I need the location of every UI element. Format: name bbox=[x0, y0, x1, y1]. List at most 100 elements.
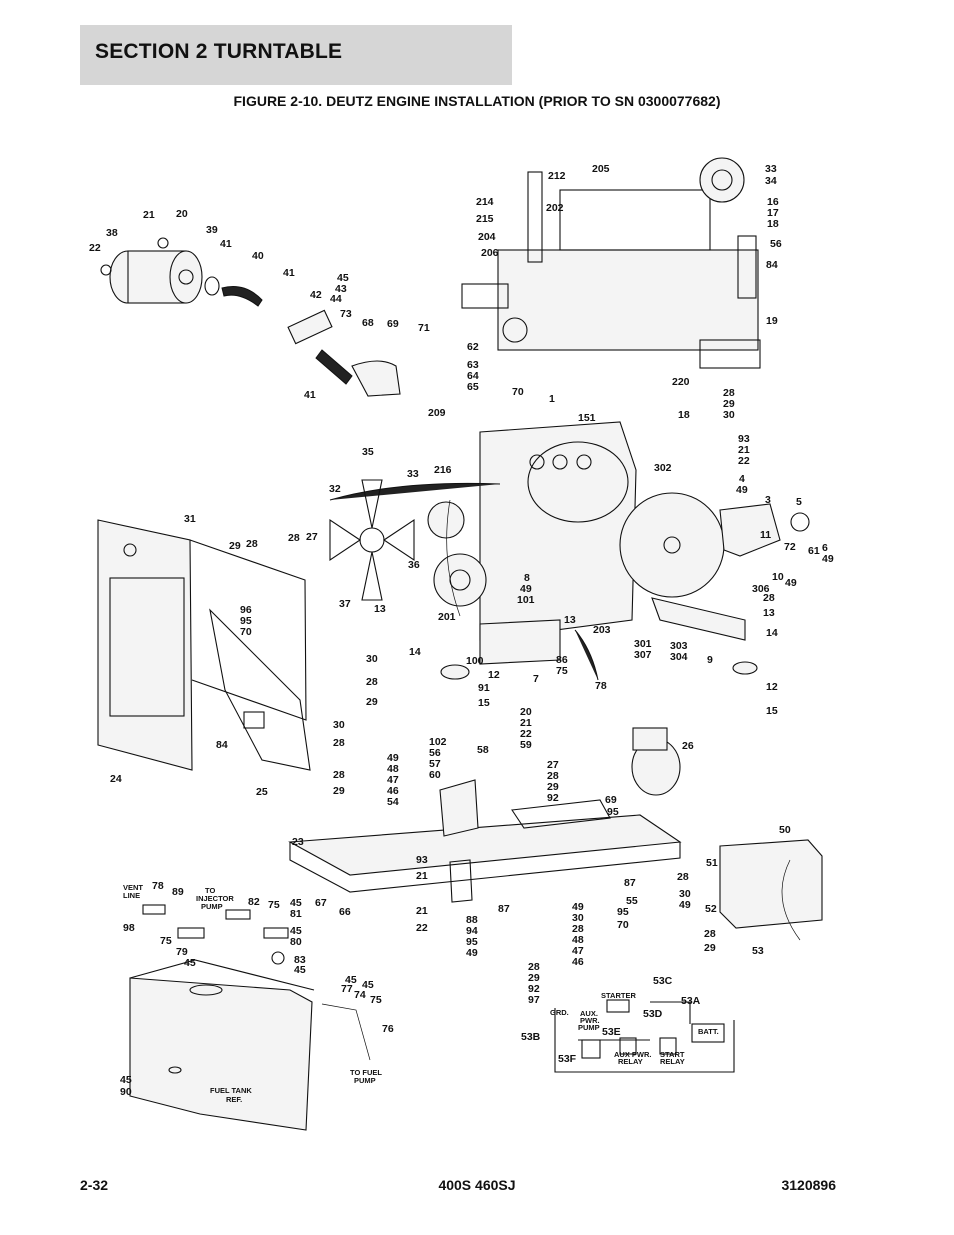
callout-number: 49 bbox=[822, 553, 834, 565]
callout-number: 47 bbox=[572, 945, 584, 957]
callout-number: 214 bbox=[476, 196, 494, 208]
callout-number: 27 bbox=[306, 531, 318, 543]
diagram-caption: BATT. bbox=[698, 1027, 719, 1036]
callout-number: 53 bbox=[752, 945, 764, 957]
callout-number: 41 bbox=[304, 389, 316, 401]
callout-number: 151 bbox=[578, 412, 596, 424]
callout-number: 56 bbox=[770, 238, 782, 250]
callout-number: 42 bbox=[310, 289, 322, 301]
callout-number: 84 bbox=[216, 739, 228, 751]
callout-number: 12 bbox=[488, 669, 500, 681]
callout-number: 82 bbox=[248, 896, 260, 908]
callout-number: 216 bbox=[434, 464, 452, 476]
callout-number: 52 bbox=[705, 903, 717, 915]
callout-number: 28 bbox=[704, 928, 716, 940]
callout-number: 10 bbox=[772, 571, 784, 583]
callout-number: 28 bbox=[246, 538, 258, 550]
callout-number: 28 bbox=[333, 769, 345, 781]
callout-number: 306 bbox=[752, 583, 770, 595]
callout-number: 7 bbox=[533, 673, 539, 685]
diagram-caption: PWR. bbox=[580, 1016, 600, 1025]
callout-number: 8 bbox=[524, 572, 530, 584]
diagram-caption: INJECTOR bbox=[196, 894, 234, 903]
callout-number: 38 bbox=[106, 227, 118, 239]
callout-number: 307 bbox=[634, 649, 652, 661]
callout-number: 49 bbox=[387, 752, 399, 764]
callout-number: 45 bbox=[290, 925, 302, 937]
callout-number: 21 bbox=[738, 444, 750, 456]
callout-number: 34 bbox=[765, 175, 777, 187]
callout-number: 56 bbox=[429, 747, 441, 759]
callout-number: 49 bbox=[736, 484, 748, 496]
diagram-caption: AUX. bbox=[580, 1009, 598, 1018]
callout-number: 15 bbox=[478, 697, 490, 709]
callout-number: 40 bbox=[252, 250, 264, 262]
document-number: 3120896 bbox=[781, 1177, 836, 1193]
callout-number: 18 bbox=[678, 409, 690, 421]
callout-number: 66 bbox=[339, 906, 351, 918]
callout-number: 39 bbox=[206, 224, 218, 236]
callout-number: 4 bbox=[739, 473, 745, 485]
callout-number: 77 bbox=[341, 983, 353, 995]
callout-number: 67 bbox=[315, 897, 327, 909]
callout-number: 48 bbox=[387, 763, 399, 775]
callout-number: 303 bbox=[670, 640, 688, 652]
fuel-tank bbox=[129, 959, 371, 1131]
callout-number: 13 bbox=[564, 614, 576, 626]
callout-number: 209 bbox=[428, 407, 446, 419]
callout-number: 71 bbox=[418, 322, 430, 334]
callout-number: 44 bbox=[330, 293, 342, 305]
diagram-caption: PUMP bbox=[201, 902, 223, 911]
callout-number: 30 bbox=[366, 653, 378, 665]
callout-number: 49 bbox=[572, 901, 584, 913]
diagram-caption: FUEL TANK bbox=[210, 1086, 252, 1095]
callout-number: 78 bbox=[595, 680, 607, 692]
callout-number: 204 bbox=[478, 231, 496, 243]
callout-number: 37 bbox=[339, 598, 351, 610]
callout-number: 88 bbox=[466, 914, 478, 926]
callout-number: 86 bbox=[556, 654, 568, 666]
callout-number: 102 bbox=[429, 736, 447, 748]
callout-number: 32 bbox=[329, 483, 341, 495]
callout-number: 53A bbox=[681, 995, 701, 1007]
diagram-caption: TO bbox=[205, 886, 215, 895]
callout-number: 70 bbox=[240, 626, 252, 638]
callout-number: 28 bbox=[763, 592, 775, 604]
callout-number: 215 bbox=[476, 213, 494, 225]
callout-number: 36 bbox=[408, 559, 420, 571]
callout-number: 97 bbox=[528, 994, 540, 1006]
callout-number: 75 bbox=[160, 935, 172, 947]
callout-number: 21 bbox=[416, 870, 428, 882]
callout-number: 212 bbox=[548, 170, 566, 182]
callout-number: 53F bbox=[558, 1053, 577, 1065]
callout-number: 21 bbox=[416, 905, 428, 917]
callout-number: 48 bbox=[572, 934, 584, 946]
callout-number: 79 bbox=[176, 946, 188, 958]
callout-number: 62 bbox=[467, 341, 479, 353]
callout-number: 30 bbox=[333, 719, 345, 731]
callout-number: 83 bbox=[294, 954, 306, 966]
callout-number: 60 bbox=[429, 769, 441, 781]
callout-number: 49 bbox=[466, 947, 478, 959]
callout-number: 14 bbox=[766, 627, 778, 639]
callout-number: 81 bbox=[290, 908, 302, 920]
callout-number: 72 bbox=[784, 541, 796, 553]
diagram-caption: PUMP bbox=[354, 1076, 376, 1085]
callout-number: 29 bbox=[528, 972, 540, 984]
callout-number: 22 bbox=[89, 242, 101, 254]
callout-number: 95 bbox=[607, 806, 619, 818]
callout-number: 46 bbox=[387, 785, 399, 797]
callout-number: 45 bbox=[345, 974, 357, 986]
callout-number: 84 bbox=[766, 259, 778, 271]
callout-number: 69 bbox=[605, 794, 617, 806]
callout-number: 61 bbox=[808, 545, 820, 557]
callout-number: 43 bbox=[335, 283, 347, 295]
callout-number: 69 bbox=[387, 318, 399, 330]
section-title: SECTION 2 TURNTABLE bbox=[95, 40, 343, 63]
diagram-caption: RELAY bbox=[660, 1057, 685, 1066]
callout-number: 18 bbox=[767, 218, 779, 230]
callout-number: 29 bbox=[333, 785, 345, 797]
diagram-caption: REF. bbox=[226, 1095, 242, 1104]
callout-number: 29 bbox=[723, 398, 735, 410]
